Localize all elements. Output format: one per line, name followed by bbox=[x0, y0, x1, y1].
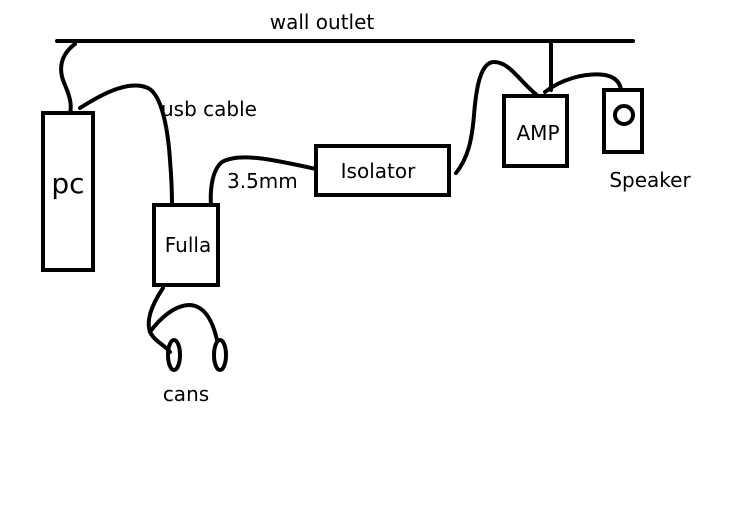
speaker-cable bbox=[543, 72, 623, 94]
speaker-label: Speaker bbox=[609, 168, 691, 192]
speaker-cone-icon bbox=[613, 104, 635, 126]
isolator-label: Isolator bbox=[341, 159, 416, 183]
fulla-label: Fulla bbox=[165, 233, 211, 257]
usb-cable-label: usb cable bbox=[161, 97, 257, 121]
pc-label: pc bbox=[51, 167, 84, 200]
amp-label: AMP bbox=[517, 121, 560, 145]
fulla-box bbox=[152, 203, 220, 287]
usb-cable bbox=[78, 83, 174, 207]
pc-box bbox=[41, 111, 95, 272]
cable-35mm bbox=[208, 155, 318, 207]
pc-power-cable bbox=[59, 42, 77, 115]
isolator-amp-cable bbox=[454, 60, 540, 175]
isolator-box bbox=[314, 144, 451, 197]
speaker-box bbox=[602, 88, 644, 154]
cans-label: cans bbox=[163, 382, 209, 406]
headphone-cable-right bbox=[148, 303, 219, 342]
cable-35mm-label: 3.5mm bbox=[227, 169, 298, 193]
left-earcup-icon bbox=[166, 338, 182, 372]
wall-outlet-label: wall outlet bbox=[270, 10, 375, 34]
amp-box bbox=[502, 94, 569, 168]
right-earcup-icon bbox=[212, 338, 228, 372]
